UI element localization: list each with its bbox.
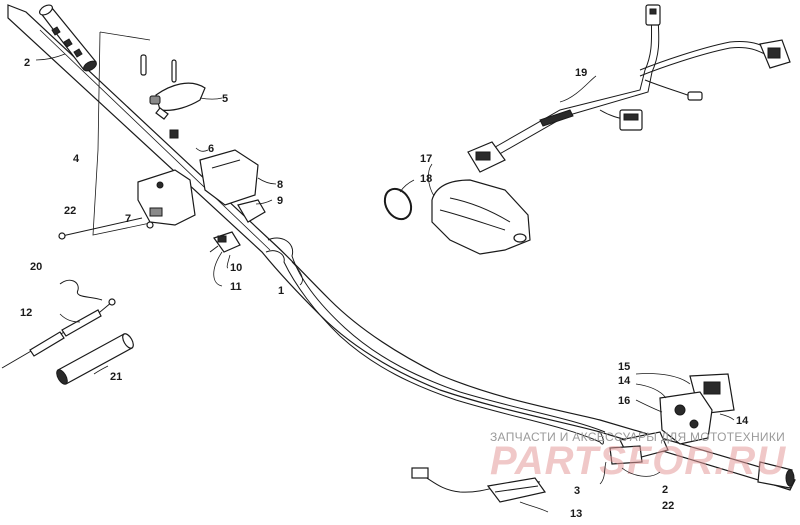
leader-lines — [35, 53, 735, 513]
callout-9: 9 — [277, 195, 283, 207]
callout-16: 16 — [618, 395, 630, 407]
callout-2-right: 2 — [662, 484, 668, 496]
throttle-housing — [137, 149, 266, 229]
callout-8: 8 — [277, 179, 283, 191]
callout-5: 5 — [222, 93, 228, 105]
watermark: ЗАПЧАСТИ И АКСЕССУАРЫ ДЛЯ МОТОТЕХНИКИ PA… — [490, 430, 786, 483]
bottom-harness — [411, 467, 547, 503]
kill-switch — [209, 231, 241, 253]
callout-10: 10 — [230, 262, 242, 274]
callout-20: 20 — [30, 261, 42, 273]
sleeve-tube — [56, 333, 134, 385]
callout-14-top: 14 — [618, 375, 631, 387]
left-grip — [39, 4, 97, 72]
callout-4: 4 — [73, 153, 80, 165]
callout-15: 15 — [618, 361, 630, 373]
callout-6: 6 — [208, 143, 214, 155]
wiring-harness — [467, 4, 791, 173]
callout-2-grip: 2 — [24, 57, 30, 69]
callout-21: 21 — [110, 371, 122, 383]
callout-22-right: 22 — [662, 500, 674, 512]
handlebar-tube — [265, 237, 606, 445]
grip-cover — [431, 179, 531, 255]
callout-12: 12 — [20, 307, 32, 319]
callout-1: 1 — [278, 285, 284, 297]
watermark-subtitle: ЗАПЧАСТИ И АКСЕССУАРЫ ДЛЯ МОТОТЕХНИКИ — [490, 430, 785, 444]
callout-labels: 1 2 2 3 4 5 6 7 8 9 10 11 12 13 14 14 15… — [20, 57, 749, 520]
callout-17: 17 — [420, 153, 432, 165]
callout-13: 13 — [570, 508, 582, 520]
bracket-item-4 — [92, 31, 156, 236]
callout-11: 11 — [230, 281, 242, 293]
screw-left — [58, 217, 143, 240]
callout-14-right: 14 — [736, 415, 749, 427]
callout-19: 19 — [575, 67, 587, 79]
throttle-lever — [140, 54, 206, 139]
clip-ring — [383, 187, 413, 221]
callout-18: 18 — [420, 173, 432, 185]
throttle-cable — [1, 279, 116, 369]
right-controls — [609, 373, 795, 489]
callout-7: 7 — [125, 213, 131, 225]
callout-3: 3 — [574, 485, 580, 497]
axis-line — [39, 29, 271, 251]
callout-22-left: 22 — [64, 205, 76, 217]
watermark-logo: PARTSFOR.RU — [490, 439, 786, 483]
